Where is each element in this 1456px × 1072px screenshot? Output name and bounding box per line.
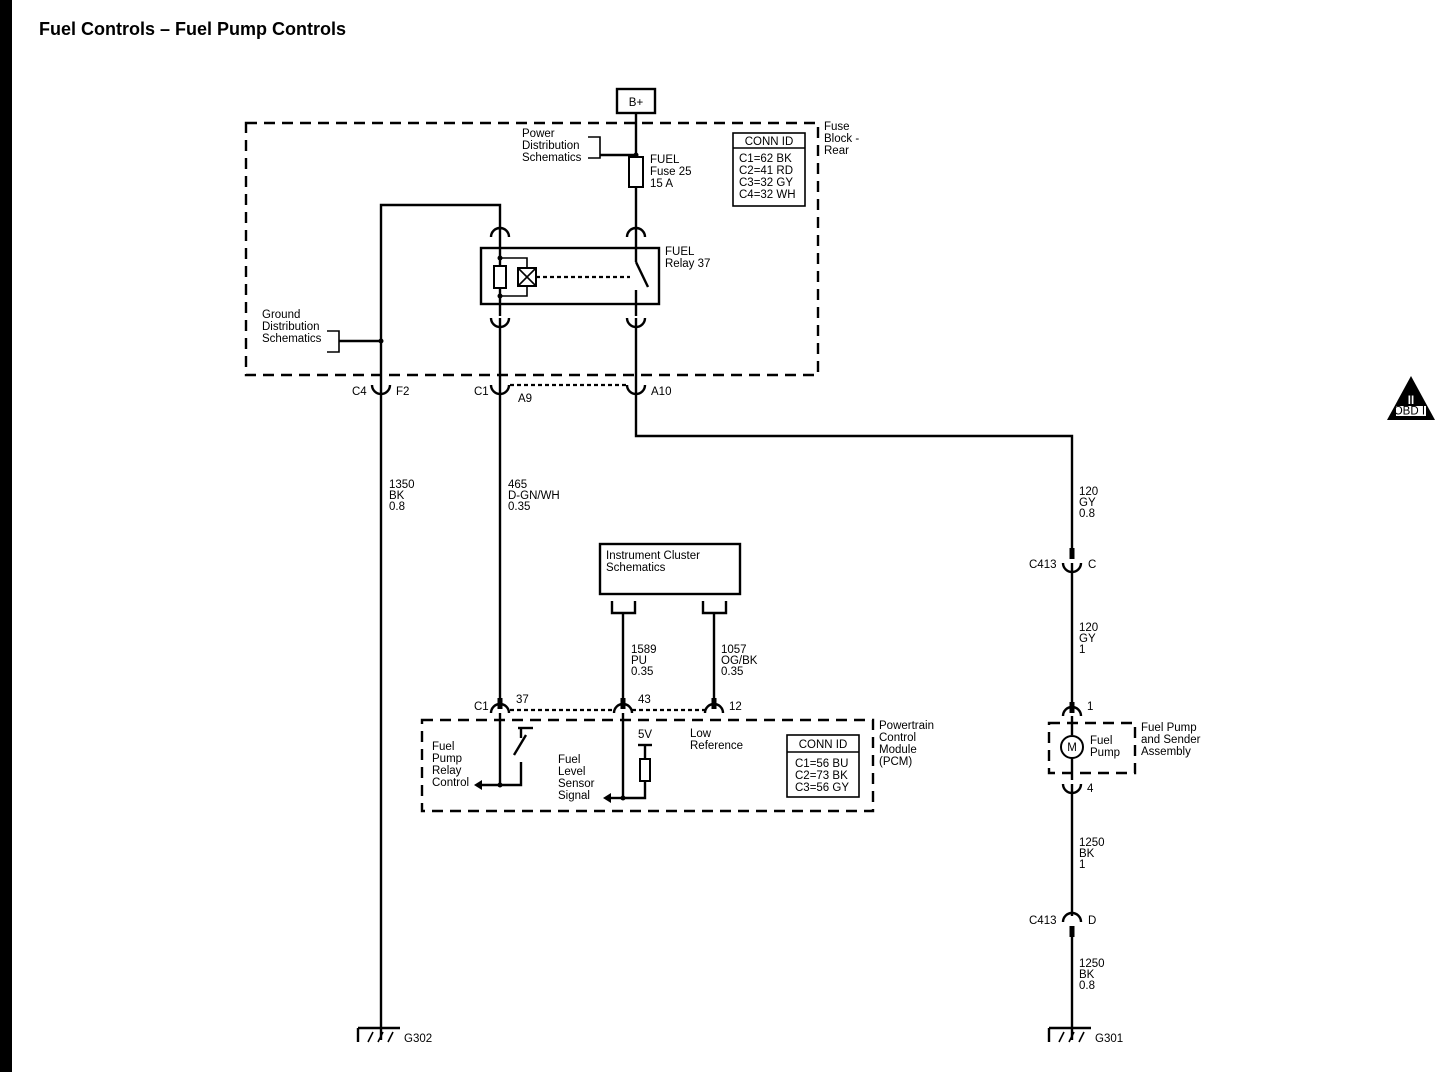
obd-numeral: II [1408,395,1414,407]
svg-text:CONN ID: CONN ID [799,739,848,751]
battery-supply: B+ [615,87,657,155]
left-edge-bar [0,0,12,1072]
svg-text:C1: C1 [474,386,489,398]
svg-text:CONN ID: CONN ID [745,136,794,148]
connector-c1-a9: C1 A9 [474,384,532,405]
svg-text:A10: A10 [651,386,671,398]
svg-text:12: 12 [729,701,742,713]
svg-text:4: 4 [1087,783,1094,795]
svg-text:D: D [1088,915,1096,927]
pcm-outline [420,718,875,813]
svg-text:A9: A9 [518,393,532,405]
ground-g301-label: G301 [1095,1033,1123,1045]
svg-text:1: 1 [1087,701,1093,713]
obd-ii-triangle-icon: II OBD II [1387,376,1435,420]
obd-text: OBD II [1394,406,1429,418]
connector-c4-f2: C4 F2 [352,384,409,398]
battery-label: B+ [629,97,644,109]
ground-g302-icon: G302 [356,1026,432,1045]
svg-text:37: 37 [516,694,529,706]
svg-text:F2: F2 [396,386,409,398]
svg-text:C: C [1088,559,1096,571]
svg-text:43: 43 [638,694,651,706]
svg-text:5V: 5V [638,729,652,741]
connector-a10: A10 [625,384,671,398]
svg-text:C4: C4 [352,386,367,398]
svg-text:M: M [1067,742,1077,754]
svg-text:C1: C1 [474,701,489,713]
ground-g301-icon: G301 [1047,1026,1123,1045]
ground-g302-label: G302 [404,1033,432,1045]
svg-text:C413: C413 [1029,559,1057,571]
fuse-block-outline [244,121,820,377]
svg-text:C413: C413 [1029,915,1057,927]
pcm-connectors: C1 37 43 12 [474,694,742,714]
page-title: Fuel Controls – Fuel Pump Controls [39,19,347,39]
